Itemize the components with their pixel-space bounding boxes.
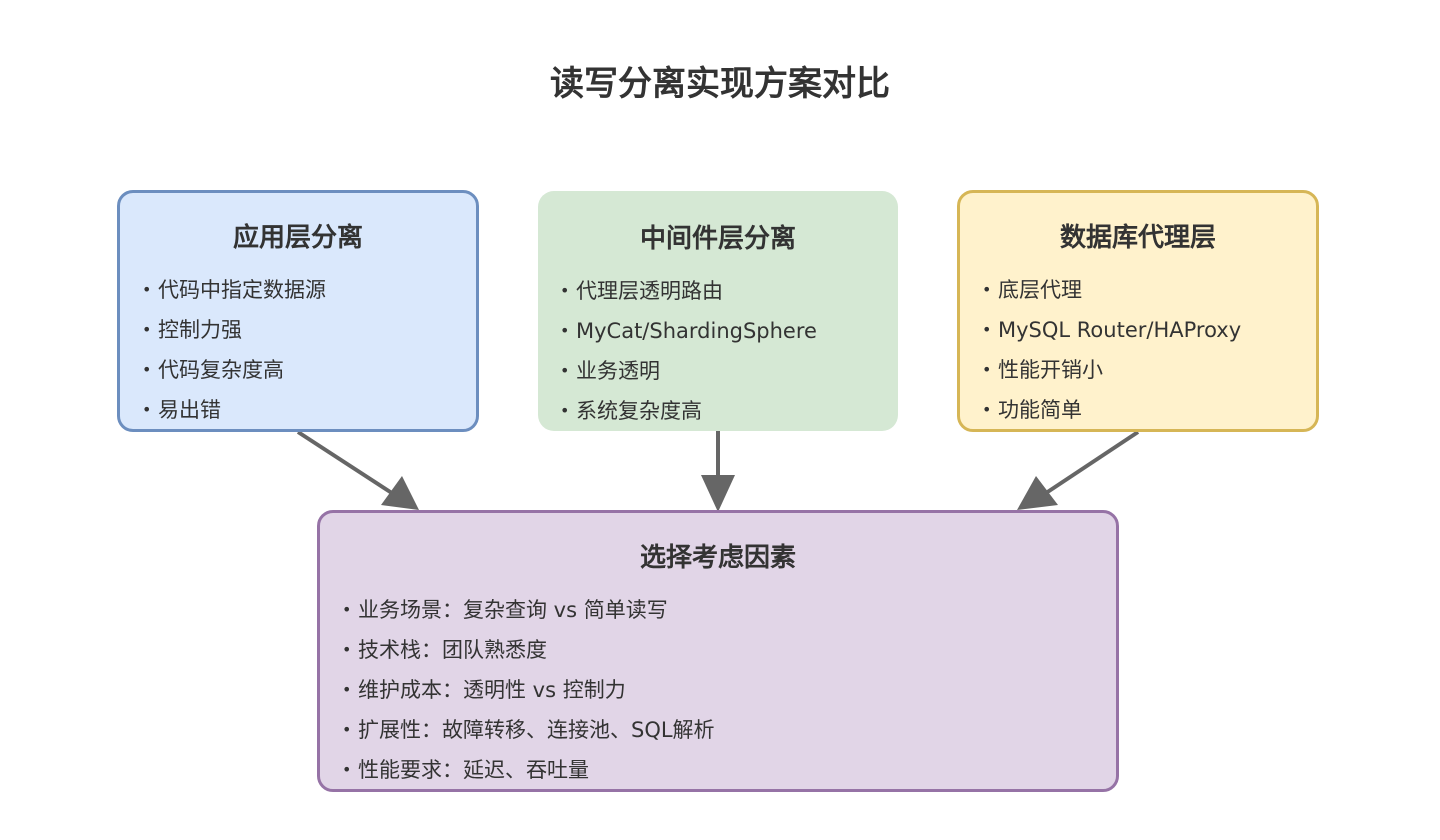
list-item: •易出错 xyxy=(142,398,221,422)
db-proxy-layer-list: •底层代理 •MySQL Router/HAProxy •性能开销小 •功能简单 xyxy=(960,270,1316,430)
list-item: •性能开销小 xyxy=(982,358,1103,382)
arrowhead-db xyxy=(1017,476,1058,510)
list-item: •维护成本：透明性 vs 控制力 xyxy=(342,678,626,702)
middleware-layer-box: 中间件层分离 •代理层透明路由 •MyCat/ShardingSphere •业… xyxy=(538,191,898,431)
list-item: •业务场景：复杂查询 vs 简单读写 xyxy=(342,598,668,622)
app-layer-box: 应用层分离 •代码中指定数据源 •控制力强 •代码复杂度高 •易出错 xyxy=(117,190,479,432)
selection-factors-box: 选择考虑因素 •业务场景：复杂查询 vs 简单读写 •技术栈：团队熟悉度 •维护… xyxy=(317,510,1119,792)
app-layer-list: •代码中指定数据源 •控制力强 •代码复杂度高 •易出错 xyxy=(120,270,476,430)
arrowhead-middleware xyxy=(701,475,735,512)
arrow-db-to-factors xyxy=(1038,430,1140,499)
arrow-app-to-factors xyxy=(296,430,400,499)
list-item: •代码复杂度高 xyxy=(142,358,284,382)
list-item: •MyCat/ShardingSphere xyxy=(560,319,817,343)
selection-factors-heading: 选择考虑因素 xyxy=(639,543,796,573)
list-item: •底层代理 xyxy=(982,278,1082,302)
selection-factors-list: •业务场景：复杂查询 vs 简单读写 •技术栈：团队熟悉度 •维护成本：透明性 … xyxy=(320,590,1116,790)
list-item: •业务透明 xyxy=(560,359,660,383)
list-item: •代码中指定数据源 xyxy=(142,278,326,302)
diagram-title: 读写分离实现方案对比 xyxy=(550,64,890,104)
list-item: •控制力强 xyxy=(142,318,242,342)
middleware-layer-heading: 中间件层分离 xyxy=(639,224,796,254)
list-item: •MySQL Router/HAProxy xyxy=(982,318,1242,342)
arrowhead-app xyxy=(381,476,419,510)
middleware-layer-list: •代理层透明路由 •MyCat/ShardingSphere •业务透明 •系统… xyxy=(538,271,898,431)
db-proxy-layer-box: 数据库代理层 •底层代理 •MySQL Router/HAProxy •性能开销… xyxy=(957,190,1319,432)
db-proxy-layer-heading: 数据库代理层 xyxy=(1059,223,1216,253)
app-layer-heading: 应用层分离 xyxy=(232,223,363,253)
list-item: •扩展性：故障转移、连接池、SQL解析 xyxy=(342,718,715,742)
list-item: •代理层透明路由 xyxy=(560,279,723,303)
list-item: •系统复杂度高 xyxy=(560,399,702,423)
list-item: •技术栈：团队熟悉度 xyxy=(342,638,547,662)
list-item: •性能要求：延迟、吞吐量 xyxy=(342,758,589,782)
list-item: •功能简单 xyxy=(982,398,1082,422)
